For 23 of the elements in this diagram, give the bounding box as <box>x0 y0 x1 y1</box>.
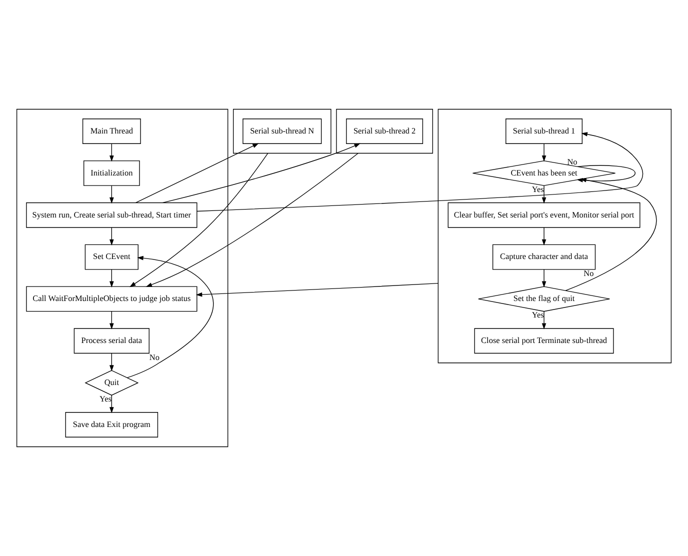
cluster <box>16 108 228 448</box>
cluster <box>336 108 434 154</box>
arrow <box>162 143 360 204</box>
arrow <box>110 227 114 246</box>
arrow <box>146 152 358 287</box>
arrow <box>110 352 114 372</box>
arrow <box>196 282 439 297</box>
arrow <box>135 143 259 204</box>
arrow <box>110 185 114 204</box>
arrow <box>542 185 546 204</box>
arrow <box>196 132 644 212</box>
arrow <box>110 394 114 414</box>
arrow <box>110 311 114 330</box>
arrow <box>130 152 268 288</box>
arrow <box>542 143 546 162</box>
arrow <box>542 269 546 288</box>
arrow <box>110 269 114 288</box>
cluster <box>232 108 332 154</box>
arrow <box>110 143 114 162</box>
cluster <box>438 108 672 364</box>
arrow <box>126 256 214 378</box>
arrow <box>542 311 546 330</box>
arrow <box>542 227 546 246</box>
